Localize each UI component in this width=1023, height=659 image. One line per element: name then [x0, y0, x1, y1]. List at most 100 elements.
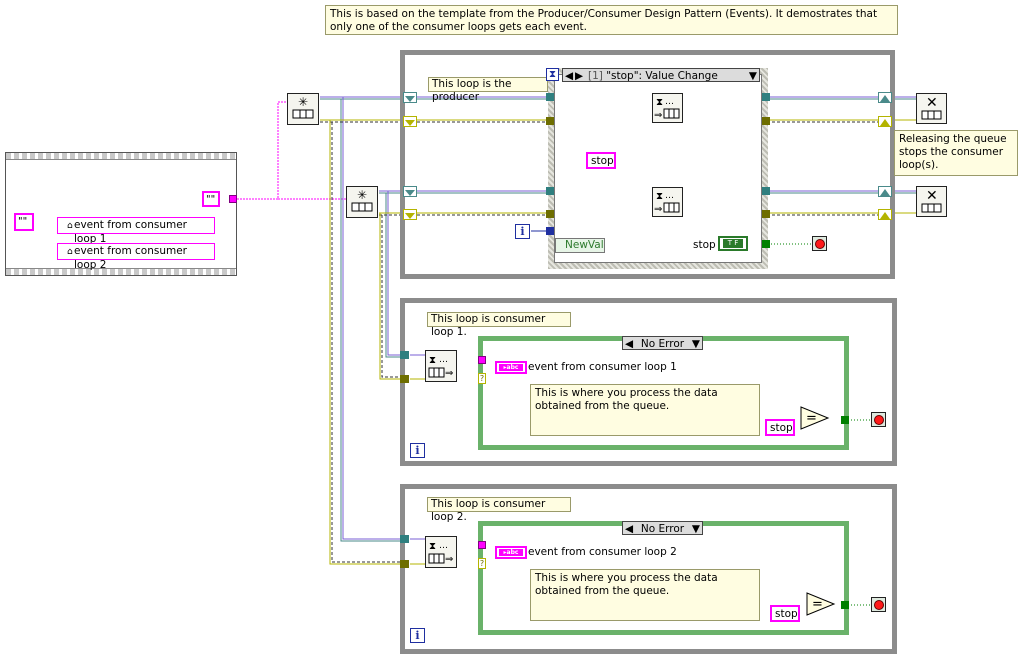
svg-text:…: …: [665, 191, 674, 201]
svg-text:⧗: ⧗: [429, 355, 436, 366]
hourglass-icon: ⧗: [546, 68, 559, 81]
consumer1-case-selector[interactable]: ◀ No Error ▼: [622, 336, 703, 350]
event-case-label: "stop": Value Change: [606, 70, 718, 82]
svg-text:=: =: [812, 597, 823, 612]
event-tunnel: [546, 210, 554, 218]
shift-register-right-2: [878, 116, 892, 127]
svg-text:⧗: ⧗: [429, 541, 436, 552]
selector-decrement[interactable]: ◀: [625, 338, 634, 350]
consumer2-tunnel-refnum: [400, 535, 409, 543]
producer-stop-icon: [812, 236, 827, 251]
dequeue-icon: ⧗ … ⇒: [428, 355, 453, 379]
obtain-queue-node-1[interactable]: ✳: [287, 93, 319, 125]
consumer1-tunnel-string: [478, 356, 486, 364]
producer-stop-constant: stop: [586, 152, 616, 169]
release-queue-node-1[interactable]: ✕: [916, 93, 947, 124]
event-case-selector[interactable]: ◀ ▶ [1] "stop": Value Change ▼: [562, 68, 760, 82]
svg-text:…: …: [439, 355, 448, 365]
equal-icon: =: [806, 592, 836, 616]
selector-increment[interactable]: ▶: [575, 70, 584, 82]
consumer1-label: This loop is consumer loop 1.: [427, 312, 571, 338]
release-queue-node-2[interactable]: ✕: [916, 186, 947, 217]
svg-text:⇒: ⇒: [445, 554, 453, 565]
svg-text:…: …: [665, 97, 674, 107]
consumer1-stop-constant: stop: [765, 419, 795, 436]
release-queue-icon: ✕: [921, 95, 942, 120]
event-case-index: [1]: [588, 70, 603, 82]
consumer2-question-icon: ?: [478, 558, 486, 569]
consumer2-tunnel-error: [400, 560, 409, 568]
film-strip-top: [6, 153, 236, 160]
house-icon: ⌂: [67, 221, 73, 231]
enqueue-node-2[interactable]: ⧗ … ⇒: [652, 187, 683, 217]
event-tunnel: [762, 187, 770, 195]
event-tunnel: [546, 187, 554, 195]
shift-register-right-1: [878, 92, 892, 103]
top-note: This is based on the template from the P…: [325, 5, 898, 35]
svg-text:⧗: ⧗: [656, 97, 663, 108]
event-tunnel: [546, 93, 554, 101]
consumer1-stop-icon: [871, 412, 886, 427]
consumer2-indicator-label: event from consumer loop 2: [528, 546, 677, 558]
event-tunnel: [762, 117, 770, 125]
bool-constant-text: T F: [723, 239, 743, 248]
release-note: Releasing the queue stops the consumer l…: [894, 130, 1018, 176]
enqueue-icon: ⧗ … ⇒: [654, 191, 680, 215]
consumer1-tunnel-refnum: [400, 351, 409, 359]
consumer1-equal-node: =: [800, 406, 830, 430]
consumer2-indicator: ▸abc: [495, 546, 527, 559]
shift-register-left-3: [403, 186, 417, 197]
equal-icon: =: [800, 406, 830, 430]
shift-register-right-3: [878, 186, 892, 197]
release-queue-icon: ✕: [921, 188, 942, 213]
svg-text:✳: ✳: [298, 95, 308, 109]
selector-dropdown[interactable]: ▼: [691, 523, 700, 535]
boolean-terminal: T F: [718, 236, 748, 251]
selector-dropdown[interactable]: ▼: [748, 70, 757, 82]
consumer2-stop-icon: [871, 597, 886, 612]
event-tunnel: [546, 227, 554, 235]
consumer2-equal-node: =: [806, 592, 836, 616]
house-icon: ⌂: [67, 247, 73, 257]
svg-text:✕: ✕: [926, 95, 938, 111]
event-tunnel: [762, 93, 770, 101]
string-constant-outer: "": [202, 191, 220, 207]
svg-text:…: …: [439, 541, 448, 551]
obtain-queue-node-2[interactable]: ✳: [346, 186, 378, 218]
boolean-wires: [765, 243, 871, 606]
dequeue-icon: ⧗ … ⇒: [428, 541, 453, 565]
consumer2-while-loop: [400, 484, 897, 654]
consumer2-stop-constant: stop: [770, 605, 800, 622]
event-tunnel: [762, 210, 770, 218]
consumer1-note: This is where you process the data obtai…: [530, 384, 760, 436]
svg-text:⇒: ⇒: [654, 110, 662, 121]
obtain-queue-icon: ✳: [351, 188, 373, 212]
svg-text:=: =: [806, 411, 817, 426]
consumer1-dequeue-node[interactable]: ⧗ … ⇒: [425, 350, 457, 382]
consumer2-iteration-terminal: i: [410, 628, 425, 643]
producer-while-loop: [400, 50, 895, 279]
selector-decrement[interactable]: ◀: [565, 70, 574, 82]
consumer2-note: This is where you process the data obtai…: [530, 569, 760, 621]
case-selector-label: No Error: [640, 523, 685, 535]
shift-register-left-2: [403, 116, 417, 127]
producer-label: This loop is the producer: [428, 77, 548, 103]
shift-register-right-4: [878, 209, 892, 220]
consumer1-question-icon: ?: [478, 373, 486, 384]
consumer2-case-selector[interactable]: ◀ No Error ▼: [622, 521, 703, 535]
selector-dropdown[interactable]: ▼: [691, 338, 700, 350]
enqueue-node-1[interactable]: ⧗ … ⇒: [652, 93, 683, 123]
consumer2-bool-tunnel: [841, 601, 849, 609]
shift-register-left-1: [403, 92, 417, 103]
svg-text:⇒: ⇒: [654, 204, 662, 215]
consumer2-label: This loop is consumer loop 2.: [427, 497, 571, 523]
svg-text:⇒: ⇒: [445, 368, 453, 379]
consumer2-dequeue-node[interactable]: ⧗ … ⇒: [425, 536, 457, 568]
selector-decrement[interactable]: ◀: [625, 523, 634, 535]
tunnel-string: [229, 195, 237, 203]
consumer2-tunnel-string: [478, 541, 486, 549]
string-constant: "": [14, 213, 34, 231]
abc-icon: ▸abc: [499, 364, 523, 371]
consumer1-indicator-label: event from consumer loop 1: [528, 361, 677, 373]
event-data-node: NewVal: [555, 238, 605, 253]
